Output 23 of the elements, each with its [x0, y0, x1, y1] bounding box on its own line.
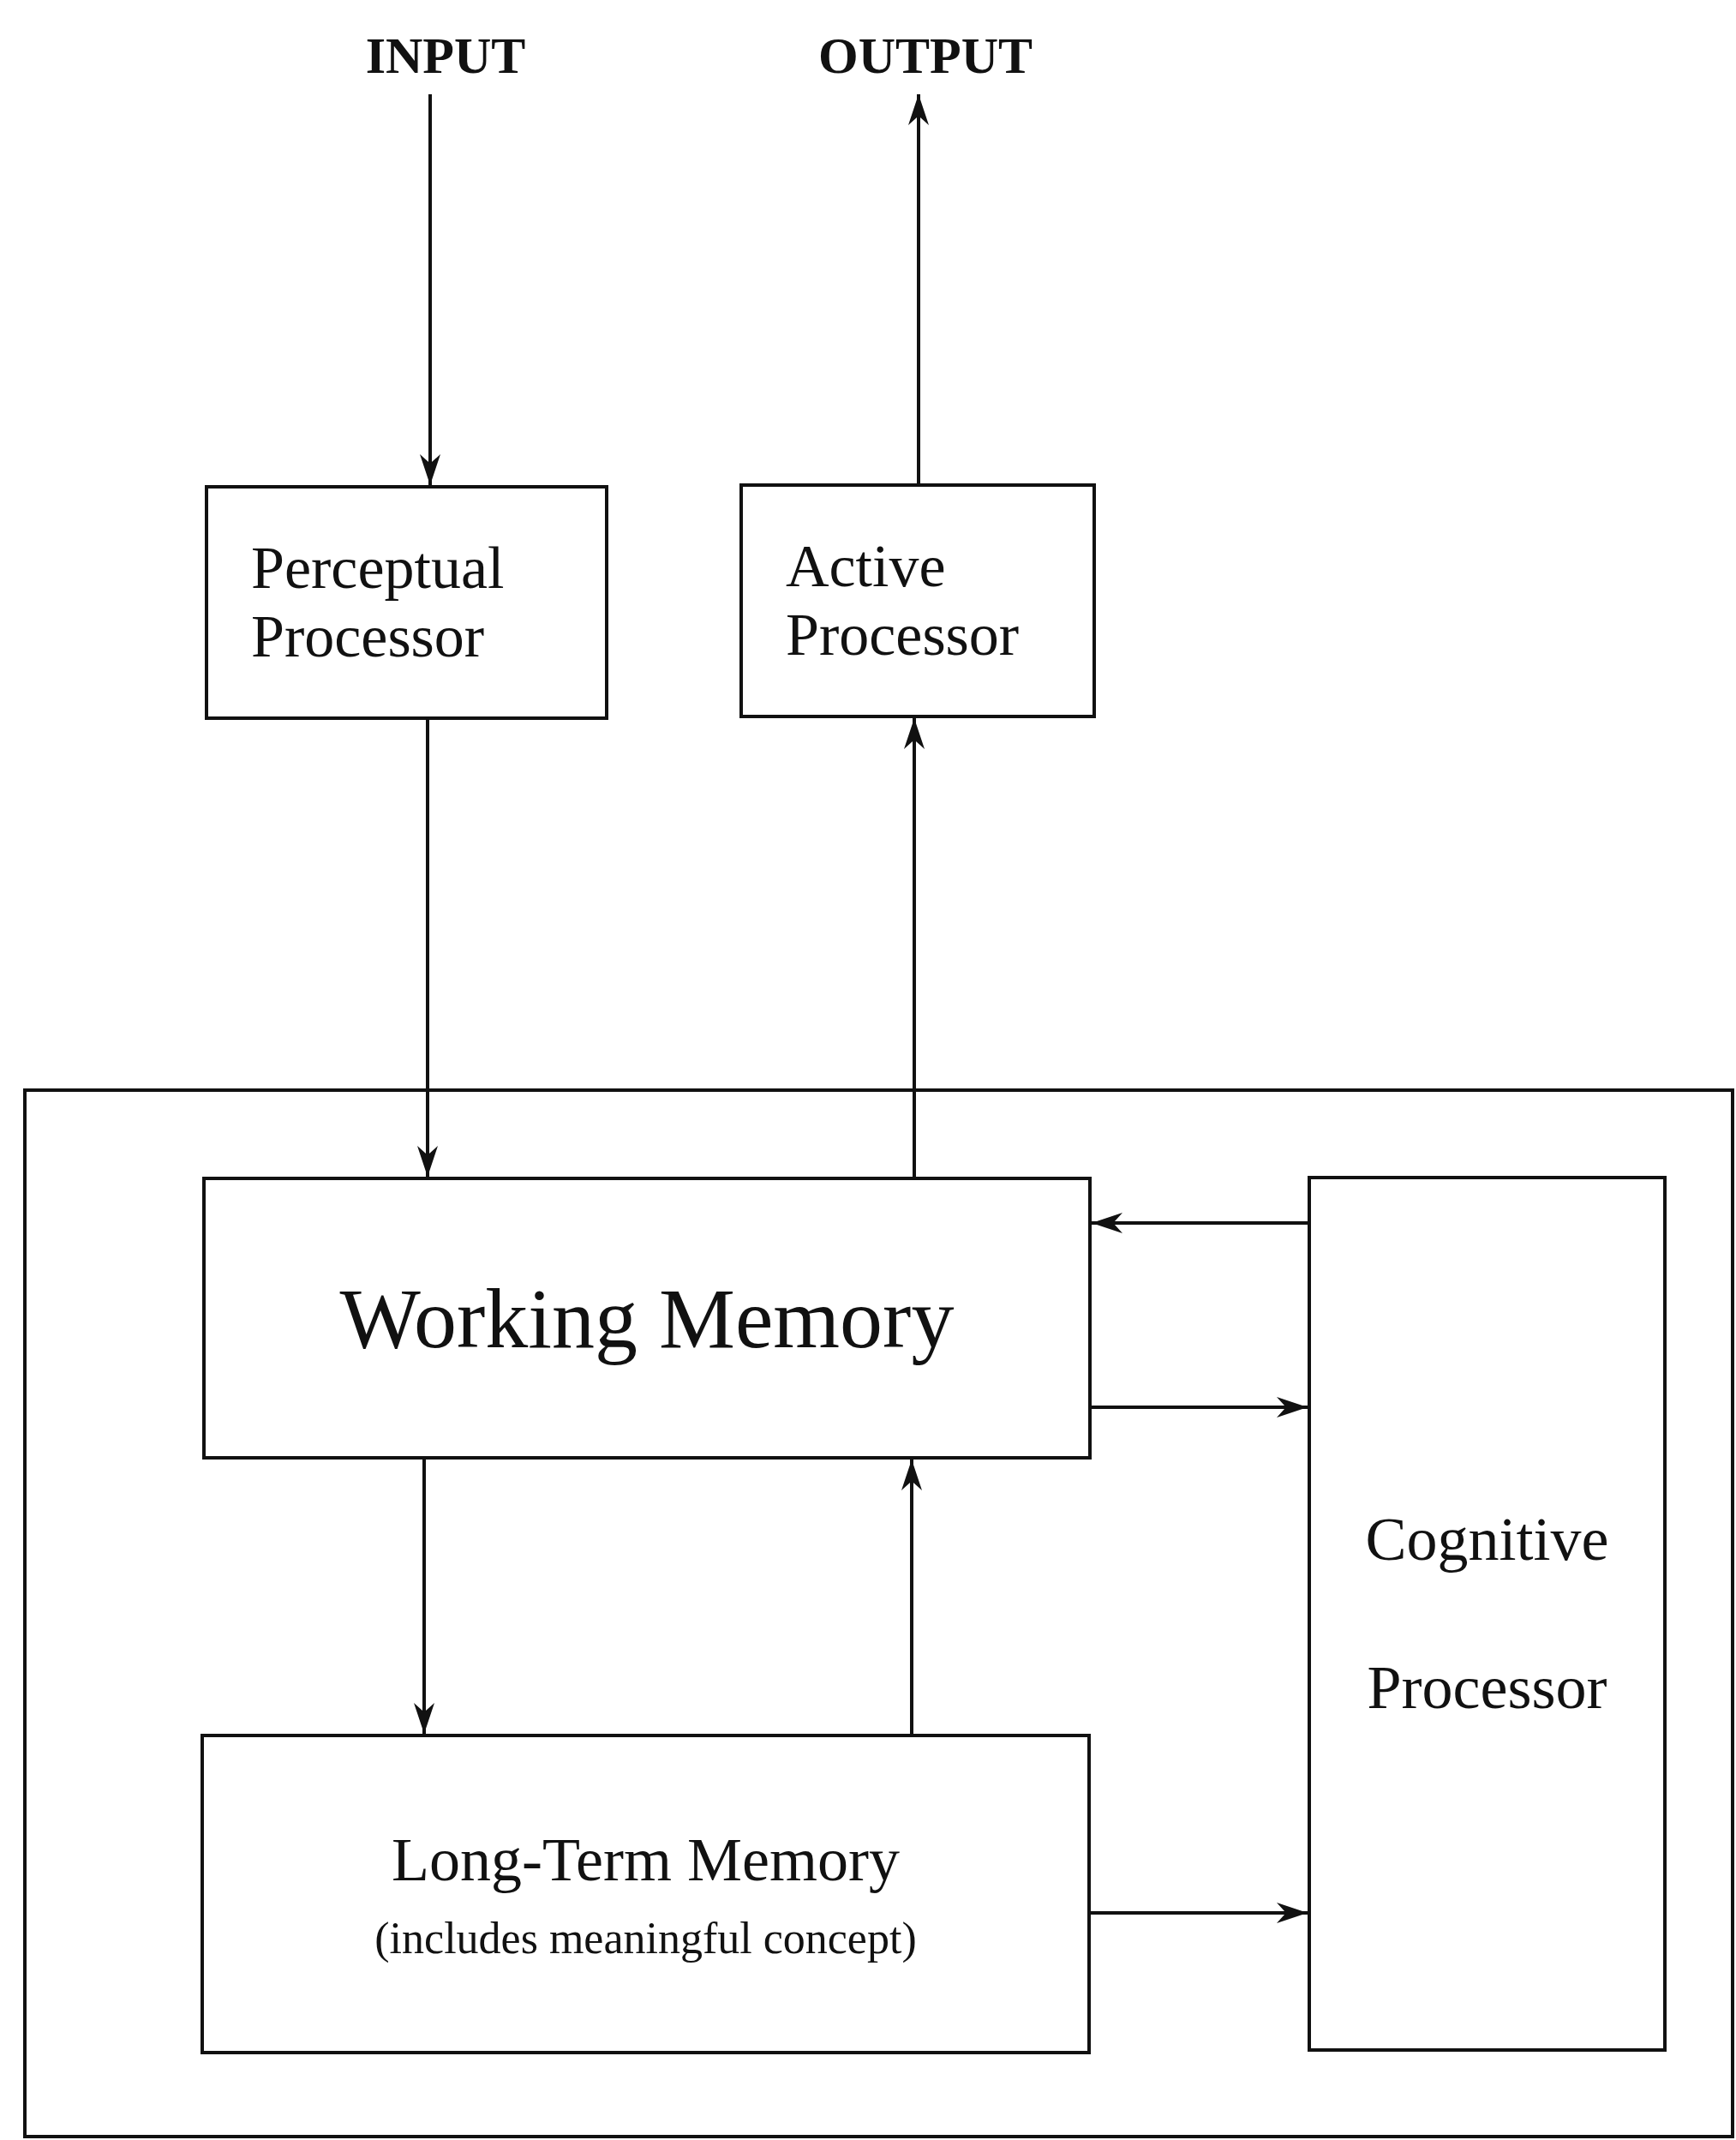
arrow [420, 94, 440, 485]
process-box [1308, 1176, 1667, 2052]
arrow [414, 1460, 434, 1734]
arrow [417, 720, 438, 1177]
box-title: Active Processor [786, 531, 1021, 669]
box-note: (includes meaningful concept) [374, 1912, 917, 1964]
process-box [202, 1177, 1092, 1460]
process-box [205, 485, 608, 720]
process-box [201, 1734, 1091, 2054]
process-box [739, 483, 1096, 718]
arrow [1092, 1213, 1308, 1233]
box-title: Long-Term Memory [392, 1824, 900, 1896]
arrow [1091, 1903, 1308, 1923]
box-title: Perceptual Processor [251, 533, 506, 671]
input-label: INPUT [365, 26, 526, 86]
arrow [908, 94, 929, 483]
arrow [904, 718, 925, 1177]
arrow [901, 1460, 922, 1734]
output-label: OUTPUT [818, 26, 1033, 86]
system-boundary-box [23, 1088, 1734, 2138]
arrow [1092, 1397, 1308, 1418]
box-title: Cognitive Processor [1364, 1504, 1610, 1723]
box-title: Working Memory [339, 1269, 955, 1368]
